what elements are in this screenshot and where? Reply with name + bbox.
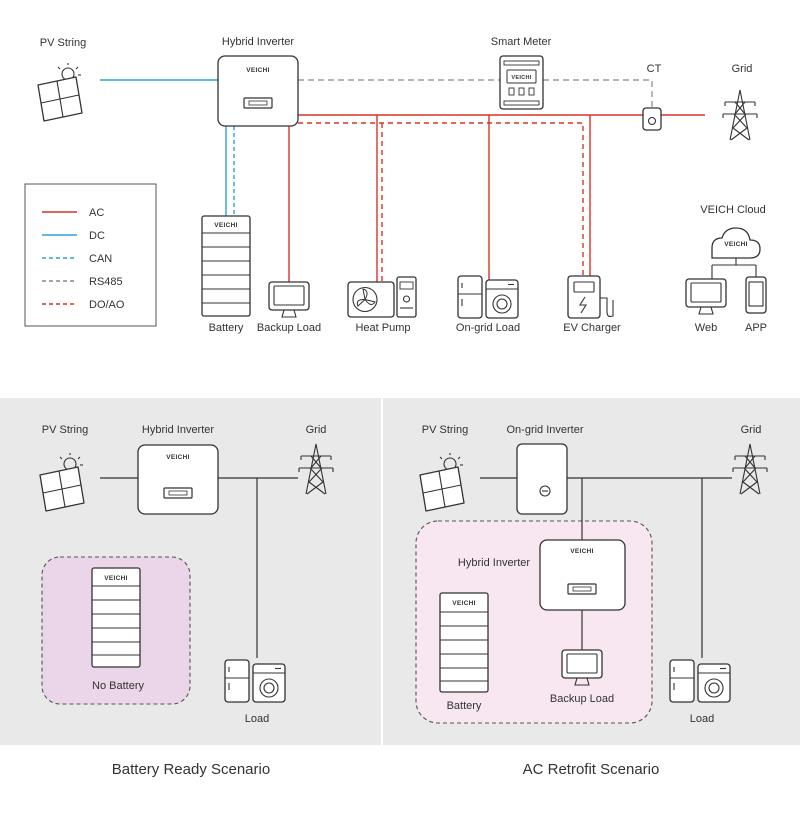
phone-icon: [745, 276, 767, 314]
ev-charger-label: EV Charger: [563, 322, 621, 334]
svg-text:VEICHI: VEICHI: [214, 222, 237, 229]
load-label: Load: [690, 713, 714, 725]
ct-icon: [642, 107, 662, 131]
on-grid-inverter-label: On-grid Inverter: [506, 424, 583, 436]
legend-label: AC: [89, 207, 104, 219]
no-battery-area: VEICHI: [41, 556, 191, 705]
veich-cloud-label: VEICH Cloud: [700, 204, 765, 216]
on-grid-load-appliances-icon: [457, 275, 519, 319]
on-grid-load-label: On-grid Load: [456, 322, 520, 334]
svg-text:VEICHI: VEICHI: [166, 454, 189, 461]
legend-label: RS485: [89, 276, 123, 288]
legend-label: CAN: [89, 253, 112, 265]
battery-label: Battery: [209, 322, 244, 334]
heat-pump-label: Heat Pump: [355, 322, 410, 334]
on-grid-inverter-icon: [516, 443, 568, 515]
cloud-icon: VEICHI: [711, 227, 761, 279]
svg-text:VEICHI: VEICHI: [104, 575, 127, 582]
backup-load-label: Backup Load: [550, 693, 614, 705]
svg-text:VEICHI: VEICHI: [570, 548, 593, 555]
solar-panel-icon: [37, 62, 83, 122]
heat-pump-icon: [347, 276, 417, 318]
backup-load-monitor-icon: [268, 281, 310, 318]
grid-label: Grid: [306, 424, 327, 436]
app-label: APP: [745, 322, 767, 334]
load-label: Load: [245, 713, 269, 725]
pv-string-label: PV String: [42, 424, 88, 436]
ct-label: CT: [647, 63, 662, 75]
svg-text:VEICHI: VEICHI: [511, 75, 531, 81]
ac-retrofit-caption: AC Retrofit Scenario: [523, 761, 660, 778]
pv-string-label: PV String: [422, 424, 468, 436]
legend-label: DO/AO: [89, 299, 125, 311]
hybrid-inverter-icon: VEICHI: [217, 55, 299, 127]
svg-text:VEICHI: VEICHI: [724, 241, 747, 248]
top-diagram: PV String VEICHI Hybrid Inverter VEICHI …: [24, 36, 767, 334]
hybrid-inverter-label: Hybrid Inverter: [142, 424, 214, 436]
wires: [100, 79, 705, 282]
battery-icon: VEICHI: [201, 215, 251, 317]
battery-label: Battery: [447, 700, 482, 712]
no-battery-label: No Battery: [92, 680, 144, 692]
web-monitor-icon: [685, 278, 727, 315]
grid-label: Grid: [732, 63, 753, 75]
load-appliances-icon: [224, 659, 286, 703]
web-label: Web: [695, 322, 717, 334]
battery-ready-panel: PV String VEICHI Hybrid Inverter Grid VE…: [0, 398, 381, 745]
ac-retrofit-panel: PV String On-grid Inverter Grid VEICHI H…: [383, 398, 800, 745]
battery-ready-caption: Battery Ready Scenario: [112, 761, 270, 778]
grid-label: Grid: [741, 424, 762, 436]
hybrid-inverter-label: Hybrid Inverter: [222, 36, 294, 48]
hybrid-inverter-icon: VEICHI: [137, 444, 219, 515]
backup-load-label: Backup Load: [257, 322, 321, 334]
svg-text:VEICHI: VEICHI: [246, 67, 269, 74]
pv-string-label: PV String: [40, 37, 86, 49]
grid-pylon-icon: [722, 89, 758, 141]
load-appliances-icon: [669, 659, 731, 703]
hybrid-inverter-label: Hybrid Inverter: [458, 557, 530, 569]
smart-meter-icon: VEICHI: [499, 55, 544, 110]
battery-icon: VEICHI: [439, 592, 489, 693]
ev-charger-icon: [567, 275, 614, 319]
hybrid-inverter-icon: VEICHI: [539, 539, 626, 611]
smart-meter-label: Smart Meter: [491, 36, 552, 48]
legend-label: DC: [89, 230, 105, 242]
svg-text:VEICHI: VEICHI: [452, 600, 475, 607]
